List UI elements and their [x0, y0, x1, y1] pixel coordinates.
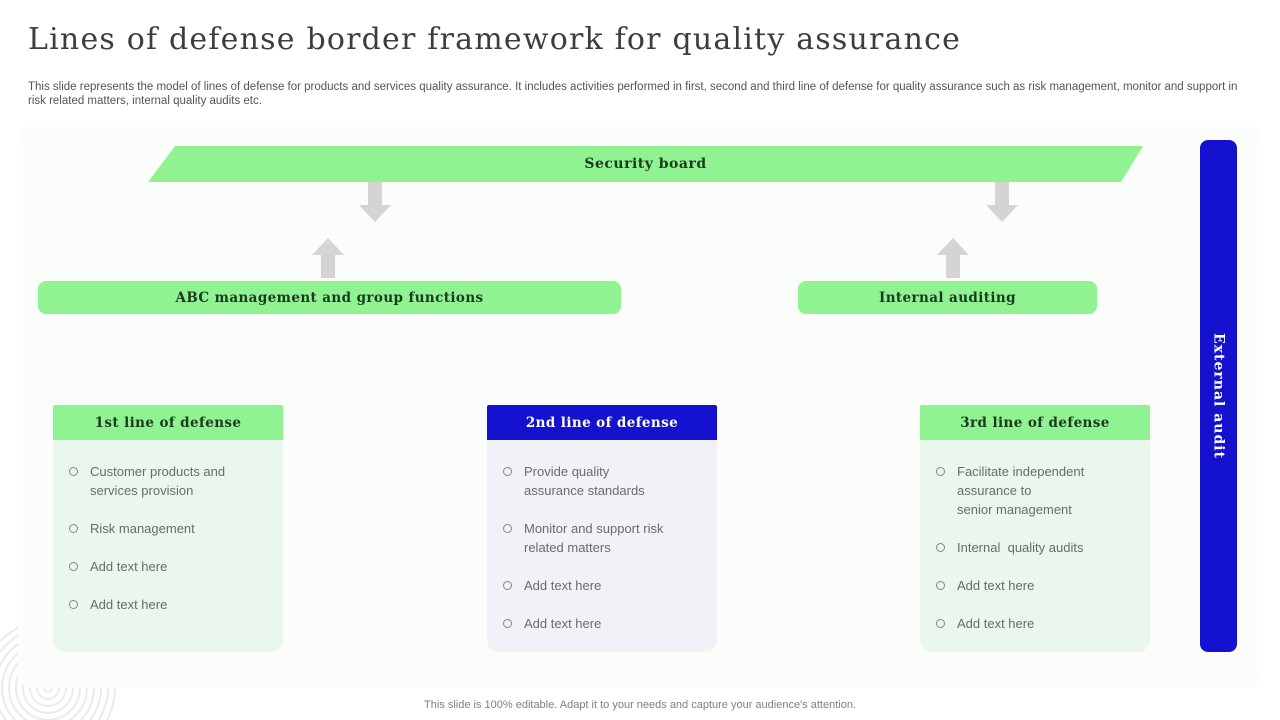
- list-item: Add text here: [501, 576, 705, 595]
- list-item: Add text here: [67, 557, 271, 576]
- defense-column-second: 2nd line of defense Provide quality assu…: [487, 405, 717, 652]
- list-item: Add text here: [501, 614, 705, 633]
- list-item-text: Customer products and services provision: [90, 464, 226, 498]
- list-item-text: Add text here: [957, 578, 1035, 593]
- page-title: Lines of defense border framework for qu…: [28, 22, 962, 57]
- bullet-circle-icon: [69, 467, 78, 476]
- list-item: Risk management: [67, 519, 271, 538]
- bullet-circle-icon: [503, 467, 512, 476]
- list-item-text: Provide quality assurance standards: [524, 464, 645, 498]
- list-item-text: Monitor and support risk related matters: [524, 521, 664, 555]
- bullet-circle-icon: [936, 619, 945, 628]
- list-item-text: Add text here: [524, 578, 602, 593]
- defense-column-first: 1st line of defense Customer products an…: [53, 405, 283, 652]
- footer-note: This slide is 100% editable. Adapt it to…: [424, 699, 856, 711]
- list-item: Add text here: [67, 595, 271, 614]
- list-item-text: Facilitate independent assurance to seni…: [957, 464, 1085, 517]
- bullet-circle-icon: [503, 581, 512, 590]
- bullet-circle-icon: [936, 581, 945, 590]
- external-audit-bar: External audit: [1200, 140, 1237, 652]
- column-body: Facilitate independent assurance to seni…: [920, 440, 1150, 652]
- bullet-circle-icon: [69, 600, 78, 609]
- column-body: Provide quality assurance standards Moni…: [487, 440, 717, 652]
- list-item: Internal quality audits: [934, 538, 1138, 557]
- security-board-label: Security board: [584, 156, 707, 172]
- list-item: Add text here: [934, 576, 1138, 595]
- list-item: Add text here: [934, 614, 1138, 633]
- column-body: Customer products and services provision…: [53, 440, 283, 652]
- list-item: Monitor and support risk related matters: [501, 519, 705, 557]
- column-header: 1st line of defense: [53, 405, 283, 440]
- list-item-text: Risk management: [90, 521, 195, 536]
- list-item: Facilitate independent assurance to seni…: [934, 462, 1138, 519]
- bullet-circle-icon: [69, 524, 78, 533]
- bullet-circle-icon: [503, 619, 512, 628]
- column-header: 2nd line of defense: [487, 405, 717, 440]
- bullet-circle-icon: [503, 524, 512, 533]
- list-item-text: Add text here: [90, 597, 168, 612]
- list-item: Provide quality assurance standards: [501, 462, 705, 500]
- external-audit-label: External audit: [1210, 332, 1227, 460]
- security-board-banner: Security board: [148, 146, 1143, 182]
- list-item-text: Internal quality audits: [957, 540, 1084, 555]
- bullet-circle-icon: [936, 543, 945, 552]
- list-item-text: Add text here: [957, 616, 1035, 631]
- defense-column-third: 3rd line of defense Facilitate independe…: [920, 405, 1150, 652]
- bullet-circle-icon: [936, 467, 945, 476]
- list-item-text: Add text here: [524, 616, 602, 631]
- slide-description: This slide represents the model of lines…: [28, 81, 1238, 107]
- abc-management-label: ABC management and group functions: [175, 289, 484, 306]
- list-item-text: Add text here: [90, 559, 168, 574]
- internal-auditing-box: Internal auditing: [798, 281, 1097, 314]
- abc-management-box: ABC management and group functions: [38, 281, 621, 314]
- column-header: 3rd line of defense: [920, 405, 1150, 440]
- bullet-circle-icon: [69, 562, 78, 571]
- internal-auditing-label: Internal auditing: [878, 289, 1016, 306]
- list-item: Customer products and services provision: [67, 462, 271, 500]
